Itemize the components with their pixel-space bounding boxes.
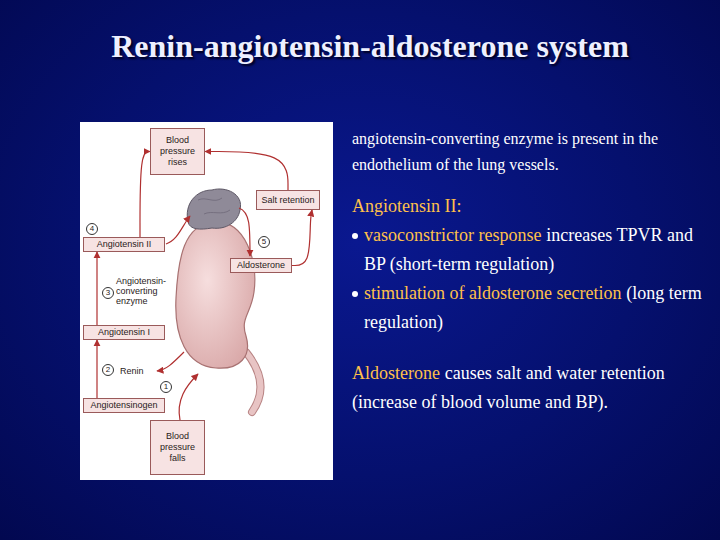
highlight-term: Aldosterone (352, 363, 440, 383)
flow-arrow (140, 152, 150, 238)
callout-number: 1 (160, 381, 172, 393)
note-paragraph: vasoconstrictor responseincreases TPVR a… (352, 221, 714, 279)
ureter-outline (246, 352, 261, 412)
slide-title: Renin-angiotensin-aldosterone system (110, 22, 630, 70)
process-box: Angiotensin I (83, 325, 165, 340)
callout-number: 4 (86, 223, 98, 235)
process-box: Angiotensinogen (83, 398, 165, 413)
process-box: Aldosterone (230, 258, 292, 273)
highlight-term: stimulation of aldosterone secretion (364, 283, 621, 303)
flow-arrow (292, 210, 312, 266)
box-text: Angiotensinogen (90, 400, 157, 411)
flow-arrow (205, 152, 288, 191)
bullet-dot (352, 291, 358, 297)
bullet-dot (352, 233, 358, 239)
box-text: Salt retention (261, 195, 314, 206)
highlight-term: vasoconstrictor response (364, 225, 541, 245)
flow-arrow (96, 340, 97, 398)
box-text: Angiotensin I (98, 327, 150, 338)
note-paragraph: stimulation of aldosterone secretion(lon… (352, 279, 714, 337)
ureter (246, 352, 261, 412)
box-text: Blood pressure falls (154, 431, 201, 464)
box-text: Blood pressure rises (154, 135, 201, 168)
adrenal-gland (187, 189, 240, 229)
process-box: Blood pressure falls (150, 420, 205, 475)
process-box: Blood pressure rises (150, 128, 205, 175)
note-paragraph: Angiotensin II: (352, 192, 714, 221)
flow-arrow (96, 252, 97, 325)
figure-label: Angiotensin-converting enzyme (116, 276, 174, 306)
box-text: Angiotensin II (97, 239, 152, 250)
process-box: Angiotensin II (83, 237, 165, 252)
box-text: Aldosterone (237, 260, 285, 271)
note-paragraph: Aldosteronecauses salt and water retenti… (352, 359, 714, 417)
notes-column: angiotensin-converting enzyme is present… (352, 126, 714, 417)
bp-falls-to-kidney-arrow (179, 374, 198, 420)
callout-number: 5 (258, 236, 270, 248)
figure-label: Renin (120, 366, 144, 376)
kidney (176, 222, 255, 368)
adrenal-to-aldosterone-arrow (239, 208, 250, 256)
note-text: angiotensin-converting enzyme is present… (352, 130, 658, 173)
note-paragraph: angiotensin-converting enzyme is present… (352, 126, 714, 178)
highlight-term: Angiotensin II: (352, 196, 462, 216)
adrenal-texture (198, 198, 230, 214)
callout-number: 2 (102, 364, 114, 376)
callout-number: 3 (102, 287, 114, 299)
angiotensin-to-adrenal-arrow (166, 216, 190, 244)
process-box: Salt retention (256, 190, 320, 210)
kidney-to-renin-arrow (157, 352, 184, 371)
